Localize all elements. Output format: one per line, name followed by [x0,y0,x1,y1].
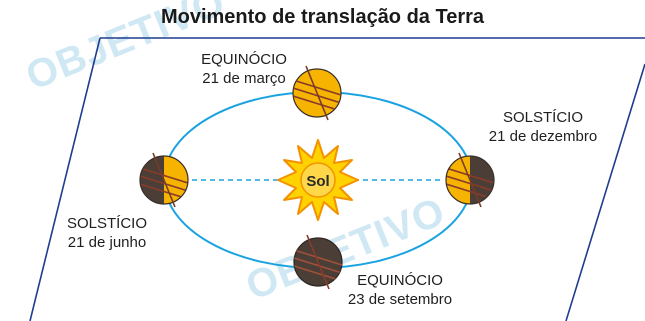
label-top-date: 21 de março [202,70,286,87]
frame-left-edge [29,37,101,321]
earth-right-icon [445,152,495,208]
sun-body [300,162,336,198]
earth-top-icon [292,65,342,121]
label-right-date: 21 de dezembro [488,128,598,145]
label-left: SOLSTÍCIO 21 de junho [52,214,162,252]
frame-right-edge [565,63,645,321]
label-right: SOLSTÍCIO 21 de dezembro [478,108,608,146]
sun-label: Sol [306,173,329,190]
earth-bottom-icon [293,234,343,290]
label-right-name: SOLSTÍCIO [502,109,584,126]
label-bottom-date: 23 de setembro [347,291,453,308]
earth-bottom-axis [306,234,330,290]
label-left-date: 21 de junho [67,234,147,251]
label-bottom: EQUINÓCIO 23 de setembro [330,271,470,309]
label-bottom-name: EQUINÓCIO [357,272,443,289]
earth-right-axis [458,152,482,208]
earth-left-axis [152,152,176,208]
diagram-title: Movimento de translação da Terra [160,6,485,28]
orbital-plane-frame [29,37,645,321]
sun-icon: Sol [277,139,359,221]
earth-top-axis [305,65,329,121]
earth-left-icon [139,152,189,208]
label-top-name: EQUINÓCIO [201,51,287,68]
label-left-name: SOLSTÍCIO [66,215,148,232]
label-top: EQUINÓCIO 21 de março [184,50,304,88]
